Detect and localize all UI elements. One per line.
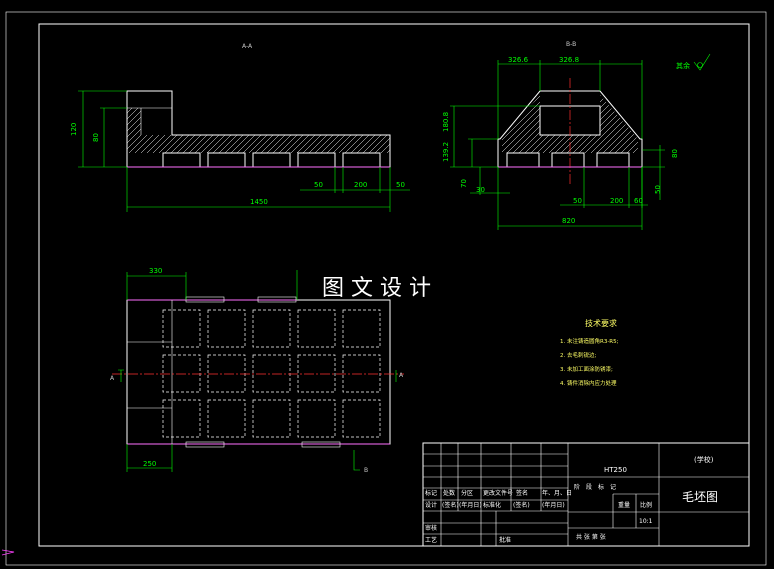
aa-pocket-1 xyxy=(162,152,201,168)
aa-outline xyxy=(126,90,391,168)
plan-dim-330: 330 xyxy=(149,267,162,275)
bb-dim-80: 80 xyxy=(671,149,679,158)
bb-dim-820: 820 xyxy=(562,217,575,225)
bb-pocket-3 xyxy=(596,152,630,168)
aa-hatch-base xyxy=(127,135,390,153)
bb-dim-50a: 50 xyxy=(573,197,582,205)
tb-design-2: (签名) xyxy=(442,501,459,509)
requirements-title: 技术要求 xyxy=(585,318,617,328)
tb-rev-6: 年、月、日 xyxy=(542,489,572,497)
bb-dim-200: 200 xyxy=(610,197,623,205)
roughness-symbol-icon xyxy=(693,53,711,71)
aa-dim-120: 120 xyxy=(70,123,78,136)
roughness-label: 其余 xyxy=(676,61,690,70)
bb-dim-70: 70 xyxy=(460,179,468,188)
bb-dim-30: 30 xyxy=(476,186,485,194)
aa-pocket-5 xyxy=(342,152,381,168)
watermark-text: 图 文 设 计 xyxy=(322,276,431,301)
tb-approve: 批准 xyxy=(499,536,511,544)
view-label-aa: A-A xyxy=(242,43,253,50)
tb-scale-value: 10:1 xyxy=(639,518,653,525)
tb-rev-5: 签名 xyxy=(516,489,528,497)
aa-dim-80: 80 xyxy=(92,133,100,142)
cut-arrow-b xyxy=(296,270,360,471)
tb-design-4: 标准化 xyxy=(483,501,501,509)
cut-b-label: B xyxy=(364,467,368,474)
roughness-circle xyxy=(697,62,703,68)
tb-material: HT250 xyxy=(604,466,627,474)
roughness-note: 其余 xyxy=(676,53,711,71)
bb-dimensions: 326.6 326.8 180.8 139.2 70 30 80 50 50 2… xyxy=(442,56,679,230)
aa-hatch-riser xyxy=(127,108,141,135)
tb-stage-4: 记 xyxy=(610,484,616,491)
tb-school: (学校) xyxy=(694,455,714,464)
aa-dim-50a: 50 xyxy=(314,181,323,189)
bb-dim-60: 60 xyxy=(634,197,643,205)
tb-design-3: (年月日) xyxy=(459,501,482,509)
tb-stage-3: 标 xyxy=(598,483,604,491)
tb-stage-2: 段 xyxy=(586,483,592,491)
title-block-frame xyxy=(422,442,750,547)
requirement-item-3: 3. 未加工面涂防锈漆; xyxy=(560,365,613,373)
bb-hatch-left xyxy=(502,95,638,153)
tb-weight-label: 重量 xyxy=(618,501,630,509)
tb-rev-1: 标记 xyxy=(425,489,437,497)
tb-rev-3: 分区 xyxy=(461,489,473,497)
aa-pocket-3 xyxy=(252,152,291,168)
aa-dim-200: 200 xyxy=(354,181,367,189)
technical-requirements: 技术要求 1. 未注铸造圆角R3-R5; 2. 去毛刺锐边; 3. 未加工面涂防… xyxy=(560,318,619,387)
requirement-item-2: 2. 去毛刺锐边; xyxy=(560,351,596,359)
tb-design-1: 设计 xyxy=(425,501,437,509)
bb-pocket-2 xyxy=(551,152,585,168)
bb-dim-326a: 326.6 xyxy=(508,56,529,64)
view-label-bb: B-B xyxy=(566,41,576,48)
aa-dim-1450: 1450 xyxy=(250,198,268,206)
tb-stage-1: 阶 xyxy=(574,483,580,491)
requirement-item-4: 4. 铸件消除内应力处理 xyxy=(560,379,617,387)
tb-drawing-name: 毛坯图 xyxy=(682,490,718,504)
bb-pocket-1 xyxy=(506,152,540,168)
aa-dimensions: 120 80 1450 50 200 50 xyxy=(70,90,410,212)
plan-bottom-notch-2 xyxy=(301,441,341,448)
inner-frame xyxy=(38,23,750,547)
bb-dim-180: 180.8 xyxy=(442,112,450,132)
plan-dim-250: 250 xyxy=(143,460,156,468)
tb-rev-4: 更改文件号 xyxy=(483,489,513,497)
requirement-item-1: 1. 未注铸造圆角R3-R5; xyxy=(560,337,619,345)
bb-dim-139: 139.2 xyxy=(442,142,450,162)
tb-scale-label: 比例 xyxy=(640,501,652,509)
section-b-b-view: B-B 326.6 326.8 180.8 139.2 70 30 xyxy=(442,41,679,230)
tb-design-6: (年月日) xyxy=(542,501,565,509)
tb-design-5: (签名) xyxy=(513,501,530,509)
plan-view: A A B 330 250 xyxy=(110,267,404,474)
aa-pocket-2 xyxy=(207,152,246,168)
tb-sheet: 共 张 第 张 xyxy=(576,533,606,541)
cut-a-left: A xyxy=(110,375,115,382)
outer-frame xyxy=(5,11,767,566)
bb-dim-326b: 326.8 xyxy=(559,56,579,64)
plan-hidden-pockets xyxy=(162,309,381,438)
cut-a-right: A xyxy=(399,372,404,379)
aa-dim-50b: 50 xyxy=(396,181,405,189)
cut-arrow-a-left xyxy=(118,369,124,382)
bb-dim-50b: 50 xyxy=(654,185,662,194)
tb-process: 工艺 xyxy=(425,536,437,544)
title-block: 标记 处数 分区 更改文件号 签名 年、月、日 设计 (签名) (年月日) 标准… xyxy=(422,442,750,547)
section-a-a-view: A-A 120 80 1450 xyxy=(70,43,410,212)
plan-bottom-notch xyxy=(185,441,225,448)
aa-pocket-4 xyxy=(297,152,336,168)
plan-top-notch-2 xyxy=(257,296,297,303)
insert-point-icon xyxy=(1,549,15,556)
plan-dimensions: 330 250 xyxy=(126,267,187,472)
plan-outline xyxy=(126,299,391,445)
tb-rev-2: 处数 xyxy=(443,489,455,497)
tb-review: 审核 xyxy=(425,524,437,532)
